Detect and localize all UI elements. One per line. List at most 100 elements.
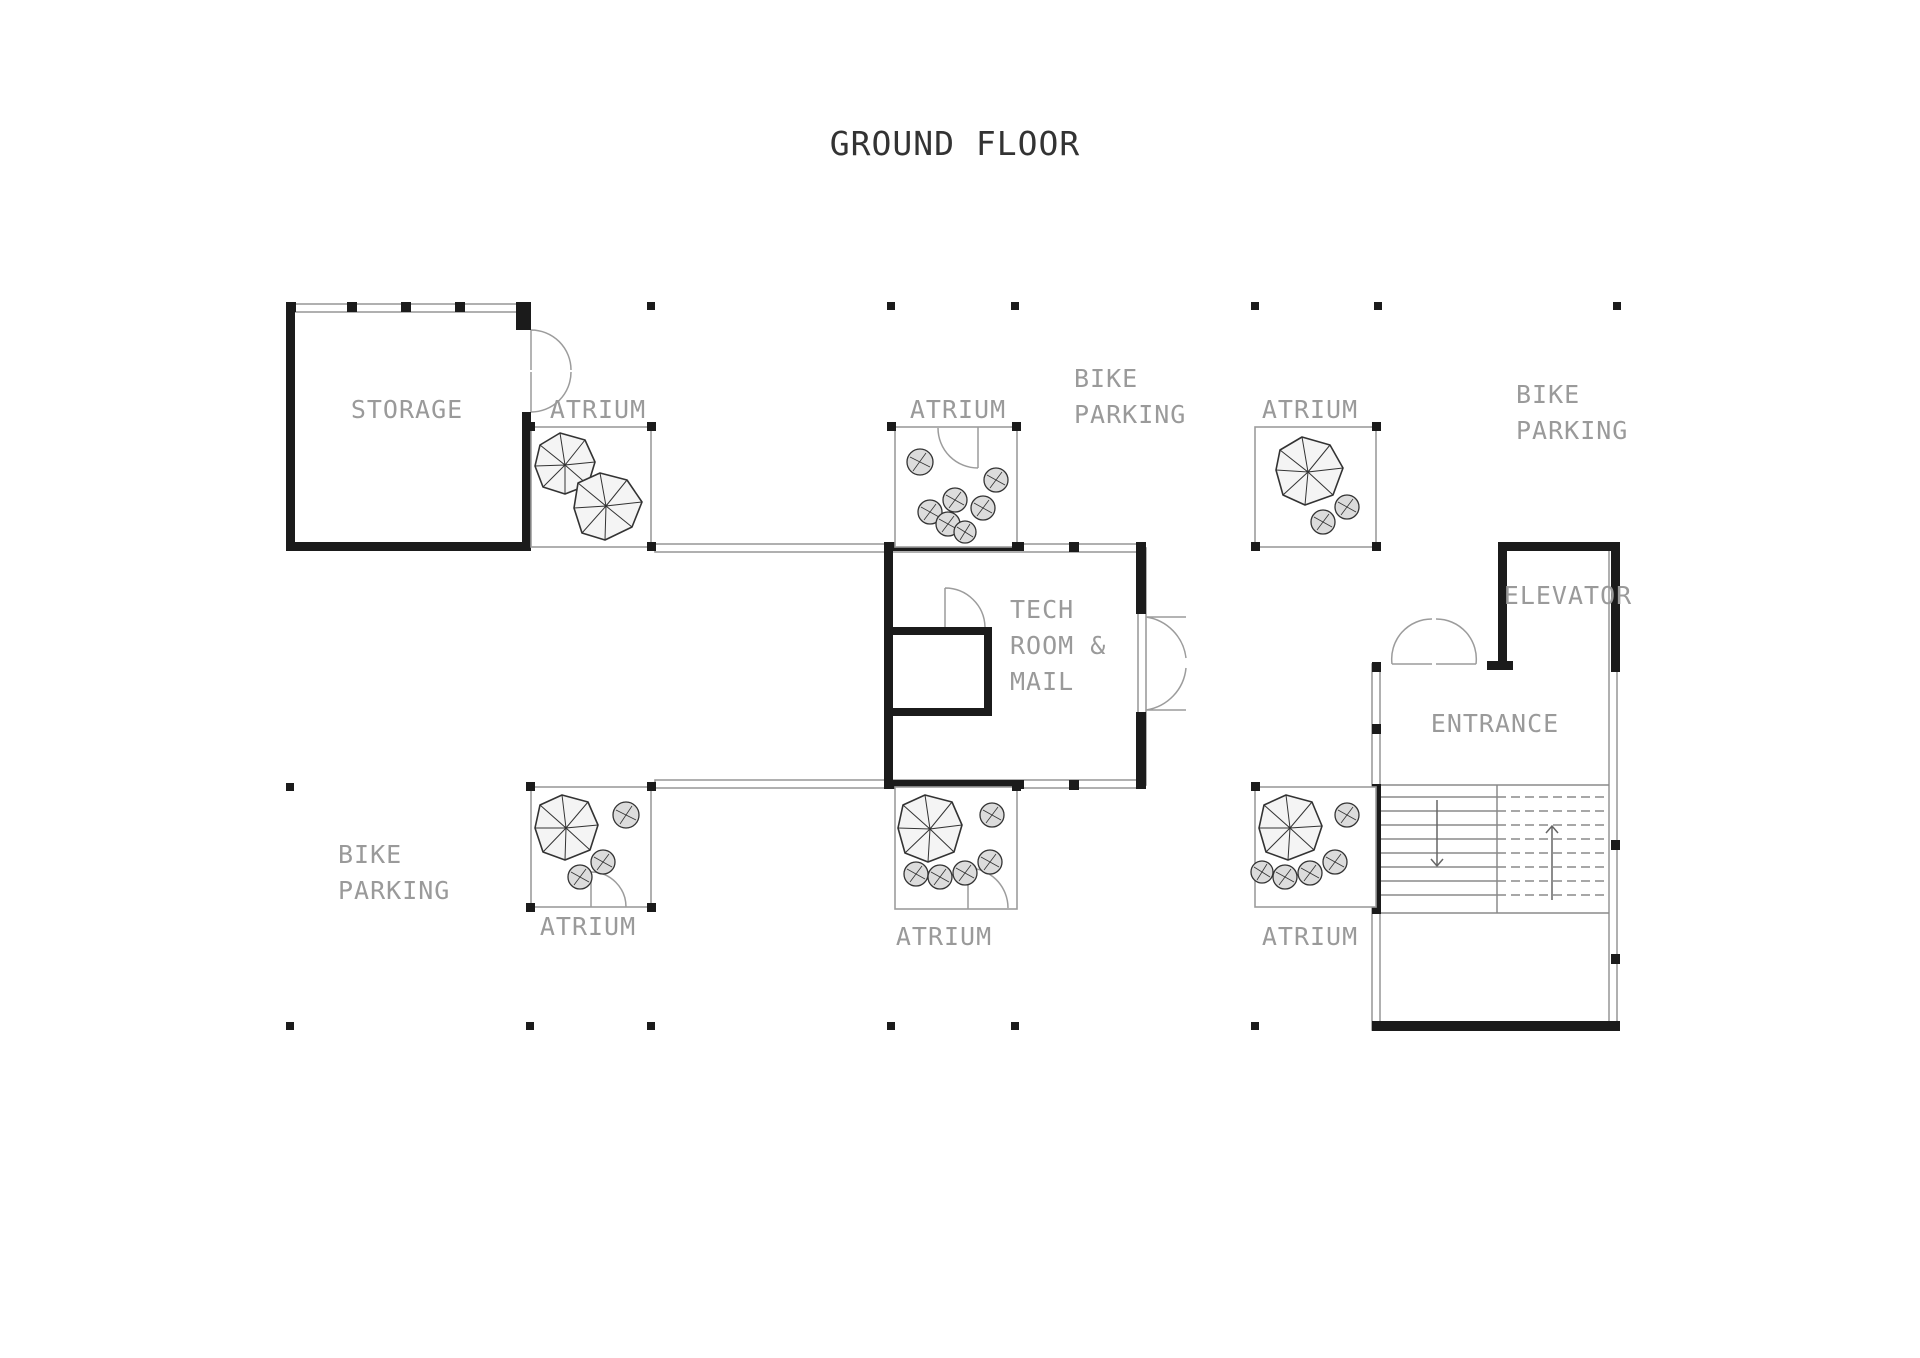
atrium-pod-b1 xyxy=(887,422,1021,551)
stair-up-arrow xyxy=(1545,824,1559,900)
column xyxy=(647,542,656,551)
shrub-icon xyxy=(977,849,1003,875)
column xyxy=(347,302,357,312)
shrub-icon xyxy=(1250,860,1274,884)
shrub-icon xyxy=(567,864,593,890)
closet-wall xyxy=(893,708,992,716)
entrance-wall xyxy=(1372,1021,1620,1031)
bike-parking-label-line: BIKE xyxy=(1516,380,1580,409)
shrub-icon xyxy=(1334,802,1360,828)
shrub-icon xyxy=(970,495,996,521)
column xyxy=(1372,422,1381,431)
bike-parking-label: BIKE PARKING xyxy=(338,840,450,905)
storage-label: STORAGE xyxy=(351,395,463,424)
column xyxy=(647,1022,655,1030)
tech-room-label: TECH ROOM & MAIL xyxy=(1010,595,1122,696)
atrium-pod-a2 xyxy=(526,782,656,912)
column xyxy=(1611,840,1620,850)
column xyxy=(1012,542,1021,551)
bike-parking-label-line: PARKING xyxy=(1516,416,1628,445)
shrub-icon xyxy=(590,849,616,875)
storage-wall xyxy=(286,302,295,551)
stair-down-arrow xyxy=(1430,800,1444,868)
shrub-icon xyxy=(983,467,1009,493)
column xyxy=(1611,954,1620,964)
column xyxy=(1374,302,1382,310)
elevator-label: ELEVATOR xyxy=(1504,581,1632,610)
shrub-icon xyxy=(952,860,978,886)
entrance-label: ENTRANCE xyxy=(1431,709,1559,738)
elevator-wall xyxy=(1611,542,1620,665)
column xyxy=(1011,1022,1019,1030)
tech-room-label-line: ROOM & xyxy=(1010,631,1106,660)
column xyxy=(1372,724,1381,734)
atrium-pod-b2 xyxy=(894,782,1021,910)
column xyxy=(1012,422,1021,431)
entrance-door xyxy=(1390,618,1433,665)
shrub-icon xyxy=(612,801,640,829)
tree-icon xyxy=(534,794,599,861)
shrub-icon xyxy=(903,861,929,887)
column xyxy=(1613,302,1621,310)
entrance-door xyxy=(1435,618,1478,665)
closet-door xyxy=(944,587,986,628)
column xyxy=(647,422,656,431)
bike-parking-label-line: BIKE xyxy=(338,840,402,869)
tech-room-wall xyxy=(1136,712,1146,789)
tech-room-label-line: TECH xyxy=(1010,595,1074,624)
tech-room-wall xyxy=(884,780,1024,789)
shrub-icon xyxy=(1272,864,1298,890)
tech-room-wall xyxy=(1136,542,1146,614)
closet-wall xyxy=(984,627,992,716)
bike-parking-label-line: PARKING xyxy=(338,876,450,905)
elevator-wall xyxy=(1498,542,1507,670)
bike-parking-label: BIKE PARKING xyxy=(1516,380,1628,445)
column xyxy=(286,783,294,791)
shrub-icon xyxy=(906,448,934,476)
column xyxy=(647,302,655,310)
tech-room-block xyxy=(654,542,1187,790)
atrium-label: ATRIUM xyxy=(550,395,646,424)
column xyxy=(455,302,465,312)
tree-icon xyxy=(897,794,963,863)
elevator-wall xyxy=(1487,661,1513,670)
column xyxy=(526,782,535,791)
column xyxy=(1012,782,1021,791)
storage-door xyxy=(530,371,572,413)
tree-icon xyxy=(1258,794,1323,861)
storage-door xyxy=(530,329,572,371)
atrium-label: ATRIUM xyxy=(910,395,1006,424)
tech-room-wall xyxy=(884,542,893,789)
column xyxy=(401,302,411,312)
storage-wall xyxy=(286,542,531,551)
atrium-pod-c2 xyxy=(1250,782,1377,908)
bike-parking-label-line: BIKE xyxy=(1074,364,1138,393)
column xyxy=(647,782,656,791)
atrium-label: ATRIUM xyxy=(1262,922,1358,951)
atrium-label: ATRIUM xyxy=(1262,395,1358,424)
columns xyxy=(286,302,1621,1030)
shrub-icon xyxy=(1310,509,1336,535)
atrium-label: ATRIUM xyxy=(540,912,636,941)
shrub-icon xyxy=(953,520,977,544)
shrub-icon xyxy=(1322,849,1348,875)
atrium-pod-c1 xyxy=(1251,422,1381,551)
column xyxy=(887,302,895,310)
column xyxy=(1011,302,1019,310)
column xyxy=(526,903,535,912)
column xyxy=(1251,542,1260,551)
atrium-pod-a1 xyxy=(526,422,656,551)
shrub-icon xyxy=(917,499,943,525)
column xyxy=(286,1022,294,1030)
bike-parking-label-line: PARKING xyxy=(1074,400,1186,429)
elevator-wall xyxy=(1498,542,1620,551)
closet-wall xyxy=(893,627,990,635)
tech-room-door xyxy=(1145,667,1187,711)
shrub-icon xyxy=(1297,860,1323,886)
storage-wall xyxy=(522,412,531,551)
entrance-block xyxy=(1371,542,1620,1031)
tech-room-label-line: MAIL xyxy=(1010,667,1074,696)
shrub-icon xyxy=(979,802,1005,828)
tech-room-door xyxy=(1145,616,1187,659)
